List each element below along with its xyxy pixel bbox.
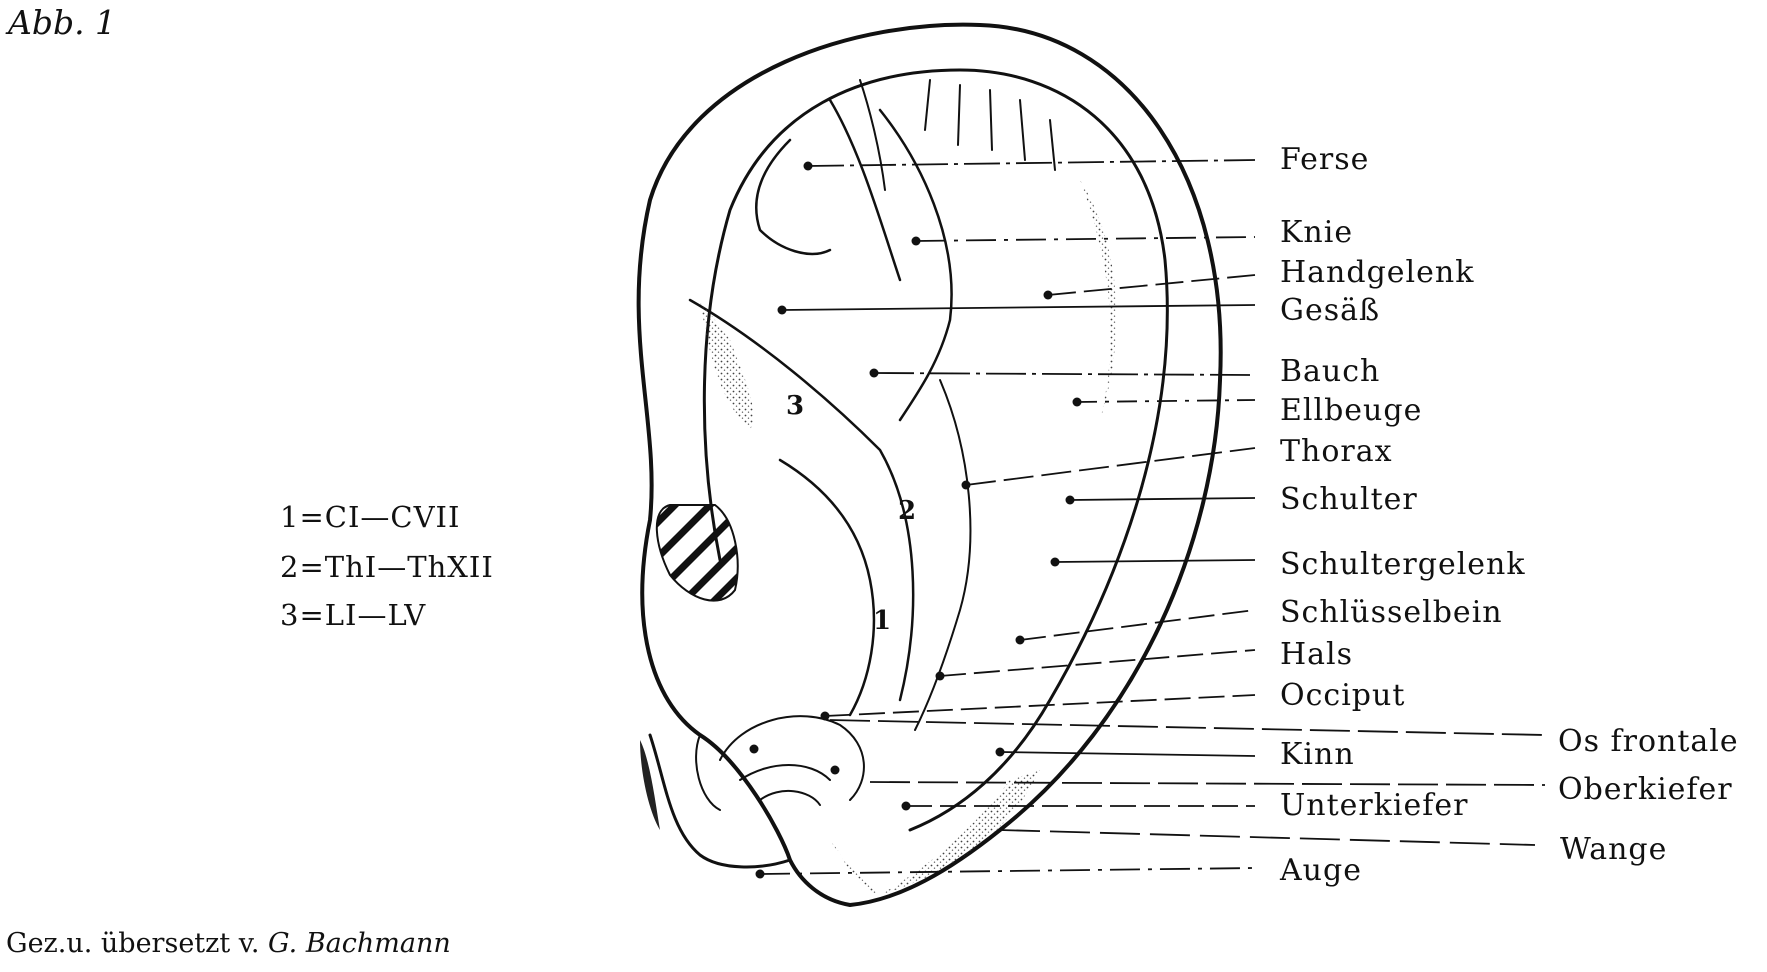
- tragus-hatch: [655, 504, 739, 602]
- label-wange: Wange: [1560, 832, 1668, 867]
- label-os-frontale: Os frontale: [1558, 724, 1739, 759]
- label-unterkiefer: Unterkiefer: [1280, 788, 1469, 823]
- crus: [648, 733, 792, 869]
- leader-lines: [759, 159, 1546, 875]
- label-oberkiefer: Oberkiefer: [1558, 772, 1733, 807]
- concha-rim: [914, 379, 972, 731]
- label-handgelenk: Handgelenk: [1280, 255, 1475, 290]
- fossa-contour: [755, 98, 953, 422]
- label-knie: Knie: [1280, 215, 1354, 250]
- point-dots: [749, 161, 1082, 879]
- label-schluesselbein: Schlüsselbein: [1280, 595, 1503, 630]
- credit-prefix: Gez.u. übersetzt v.: [6, 928, 260, 959]
- lobule-curves: [695, 715, 865, 811]
- label-schulter: Schulter: [1280, 482, 1418, 517]
- shading: [700, 180, 1117, 895]
- credit-line: Gez.u. übersetzt v. G. Bachmann: [6, 930, 451, 957]
- helix-inner: [702, 68, 1169, 832]
- label-ferse: Ferse: [1280, 142, 1370, 177]
- zone-number-3: 3: [786, 391, 805, 421]
- intertragic-mark: [640, 740, 660, 830]
- label-auge: Auge: [1280, 853, 1362, 888]
- label-gesaess: Gesäß: [1280, 293, 1381, 328]
- label-hals: Hals: [1280, 637, 1354, 672]
- figure-title: Abb. 1: [8, 3, 117, 42]
- label-ellbeuge: Ellbeuge: [1280, 393, 1423, 428]
- credit-author: G. Bachmann: [268, 928, 451, 959]
- zone-number-1: 1: [873, 606, 892, 636]
- zone-number-2: 2: [898, 496, 917, 526]
- legend-line-2: 2=ThI—ThXII: [280, 550, 494, 584]
- label-schultergelenk: Schultergelenk: [1280, 547, 1526, 582]
- helix-outer: [636, 22, 1223, 908]
- antihelix: [688, 298, 915, 717]
- legend-line-1: 1=CI—CVII: [280, 500, 461, 534]
- label-kinn: Kinn: [1280, 737, 1355, 772]
- legend-line-3: 3=LI—LV: [280, 598, 427, 632]
- label-thorax: Thorax: [1280, 434, 1393, 469]
- label-bauch: Bauch: [1280, 354, 1381, 389]
- label-occiput: Occiput: [1280, 678, 1406, 713]
- ear-outline: [636, 22, 1223, 908]
- toe-lines: [859, 79, 1056, 191]
